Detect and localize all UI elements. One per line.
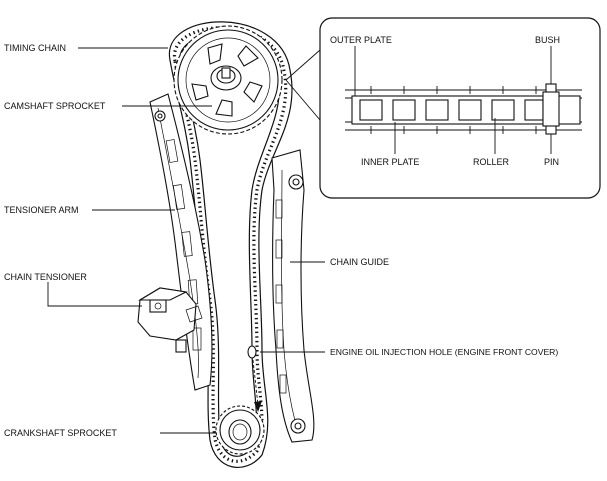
chain-guide [271,149,315,443]
label-tensioner-arm: TENSIONER ARM [4,205,79,215]
chain-rollers [359,99,544,121]
label-outer-plate: OUTER PLATE [330,35,392,45]
label-crankshaft-sprocket: CRANKSHAFT SPROCKET [4,428,117,438]
label-timing-chain: TIMING CHAIN [4,43,66,53]
label-chain-guide: CHAIN GUIDE [330,257,389,267]
chain-detail-inset: OUTER PLATE BUSH INNER PLATE ROLLER PIN [319,17,601,199]
leader-lines [47,47,325,434]
label-chain-tensioner: CHAIN TENSIONER [4,272,87,282]
label-pin: PIN [544,157,559,167]
label-roller: ROLLER [473,157,510,167]
detail-connector-lines [285,49,321,121]
label-inner-plate: INNER PLATE [361,157,419,167]
label-engine-oil-injection-hole: ENGINE OIL INJECTION HOLE (ENGINE FRONT … [330,347,558,357]
outer-plate-ticks [370,86,537,134]
oil-injection-hole [247,345,262,412]
label-camshaft-sprocket: CAMSHAFT SPROCKET [4,101,106,111]
chain-tensioner [137,287,203,353]
label-bush: BUSH [535,35,560,45]
camshaft-sprocket [173,25,283,135]
chain-bush [542,91,560,127]
crankshaft-sprocket [215,405,265,455]
